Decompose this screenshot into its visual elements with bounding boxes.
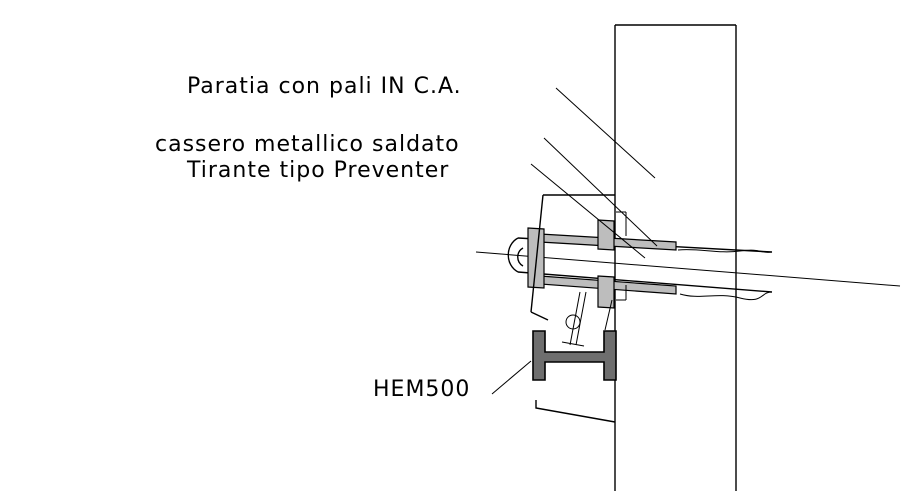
tieback-axis — [475, 251, 901, 287]
hem500-beam — [532, 330, 617, 381]
hanger-turnbuckle — [561, 291, 587, 347]
pile-wall — [614, 24, 737, 491]
label-wall: Paratia con pali IN C.A. — [187, 74, 462, 99]
welded-formwork — [527, 211, 677, 309]
label-beam: HEM500 — [373, 377, 470, 402]
label-tieback: Tirante tipo Preventer — [186, 158, 449, 183]
leader-lines — [491, 87, 658, 395]
label-formwork: cassero metallico saldato — [155, 132, 460, 157]
